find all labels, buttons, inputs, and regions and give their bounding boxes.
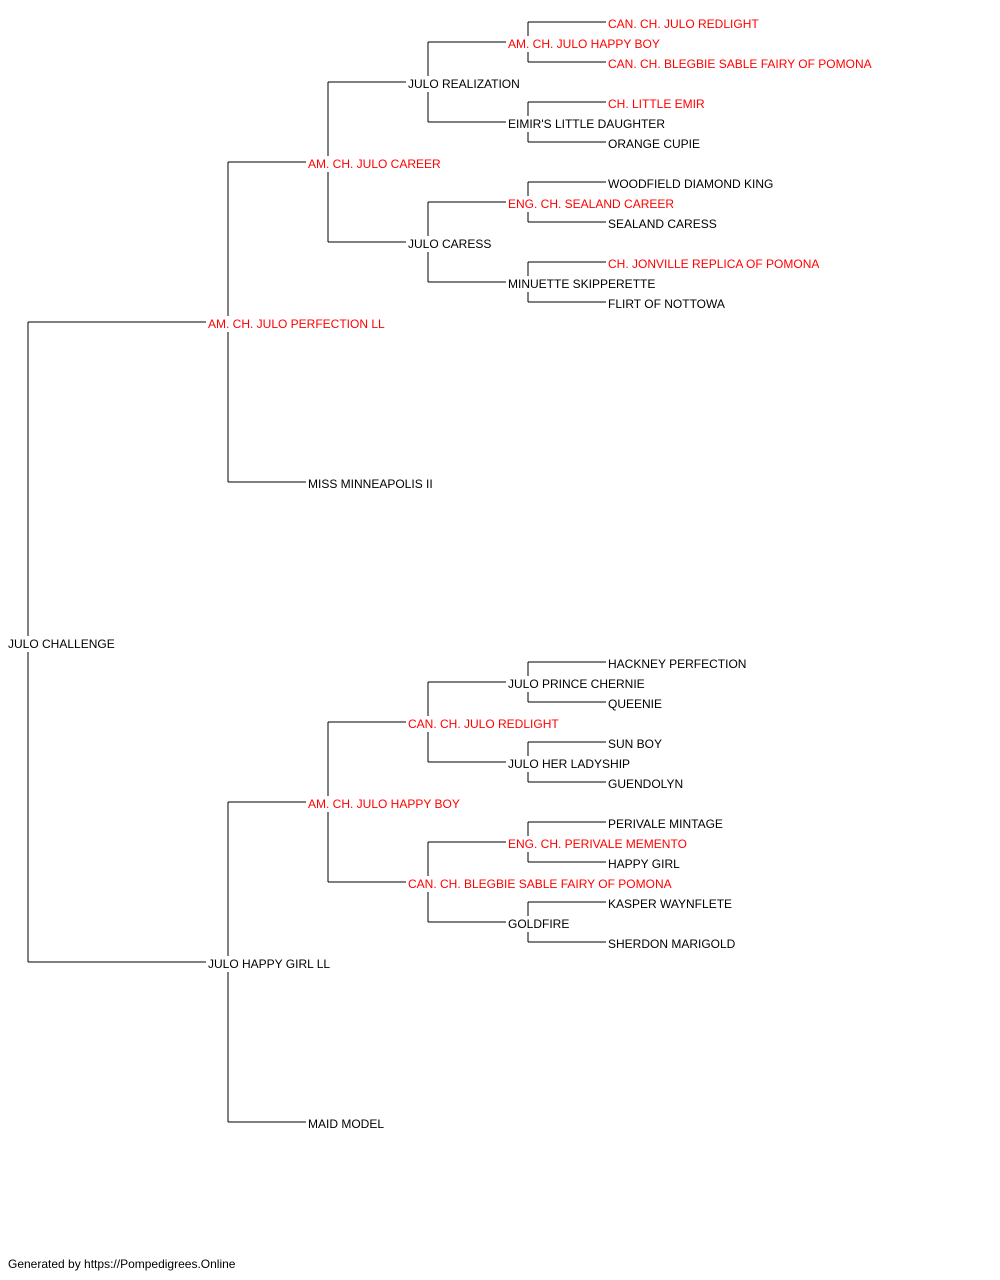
ancestor-name-dssss: HACKNEY PERFECTION [608, 657, 746, 671]
ancestor-name-dsssd: QUEENIE [608, 697, 662, 711]
ancestor-name-dsds: ENG. CH. PERIVALE MEMENTO [508, 837, 687, 851]
ancestor-name-dssds: SUN BOY [608, 737, 662, 751]
ancestor-name-ssdd: MINUETTE SKIPPERETTE [508, 277, 655, 291]
pedigree-tree: JULO CHALLENGE AM. CH. JULO PERFECTION LL… [8, 17, 872, 1131]
ancestor-name-sssdd: ORANGE CUPIE [608, 137, 700, 151]
ancestor-name-dssd: JULO HER LADYSHIP [508, 757, 630, 771]
ancestor-name-dsddd: SHERDON MARIGOLD [608, 937, 736, 951]
ancestor-name-ssss: AM. CH. JULO HAPPY BOY [508, 37, 660, 51]
ancestor-name-subject: JULO CHALLENGE [8, 637, 115, 651]
ancestor-name-sss: JULO REALIZATION [408, 77, 520, 91]
ancestor-name-sssds: CH. LITTLE EMIR [608, 97, 705, 111]
ancestor-name-dsdd: GOLDFIRE [508, 917, 569, 931]
footer-credit: Generated by https://Pompedigrees.Online [8, 1257, 236, 1271]
ancestor-name-ssdsd: SEALAND CARESS [608, 217, 717, 231]
ancestor-name-dsdds: KASPER WAYNFLETE [608, 897, 732, 911]
ancestor-name-ssssd: CAN. CH. BLEGBIE SABLE FAIRY OF POMONA [608, 57, 872, 71]
ancestor-name-dsdsd: HAPPY GIRL [608, 857, 680, 871]
ancestor-name-ds: AM. CH. JULO HAPPY BOY [308, 797, 460, 811]
ancestor-name-ssd: JULO CARESS [408, 237, 491, 251]
ancestor-name-dsd: CAN. CH. BLEGBIE SABLE FAIRY OF POMONA [408, 877, 672, 891]
ancestor-name-d: JULO HAPPY GIRL LL [208, 957, 330, 971]
ancestor-name-dsss: JULO PRINCE CHERNIE [508, 677, 645, 691]
ancestor-name-ssdss: WOODFIELD DIAMOND KING [608, 177, 773, 191]
ancestor-name-sd: MISS MINNEAPOLIS II [308, 477, 433, 491]
ancestor-name-ssds: ENG. CH. SEALAND CAREER [508, 197, 674, 211]
ancestor-name-dsdss: PERIVALE MINTAGE [608, 817, 723, 831]
ancestor-name-ssddd: FLIRT OF NOTTOWA [608, 297, 725, 311]
ancestor-name-ss: AM. CH. JULO CAREER [308, 157, 441, 171]
ancestor-name-sssss: CAN. CH. JULO REDLIGHT [608, 17, 759, 31]
ancestor-name-dss: CAN. CH. JULO REDLIGHT [408, 717, 559, 731]
ancestor-name-ssdds: CH. JONVILLE REPLICA OF POMONA [608, 257, 819, 271]
ancestor-name-dssdd: GUENDOLYN [608, 777, 683, 791]
ancestor-name-dd: MAID MODEL [308, 1117, 384, 1131]
ancestor-name-s: AM. CH. JULO PERFECTION LL [208, 317, 385, 331]
ancestor-name-sssd: EIMIR'S LITTLE DAUGHTER [508, 117, 665, 131]
